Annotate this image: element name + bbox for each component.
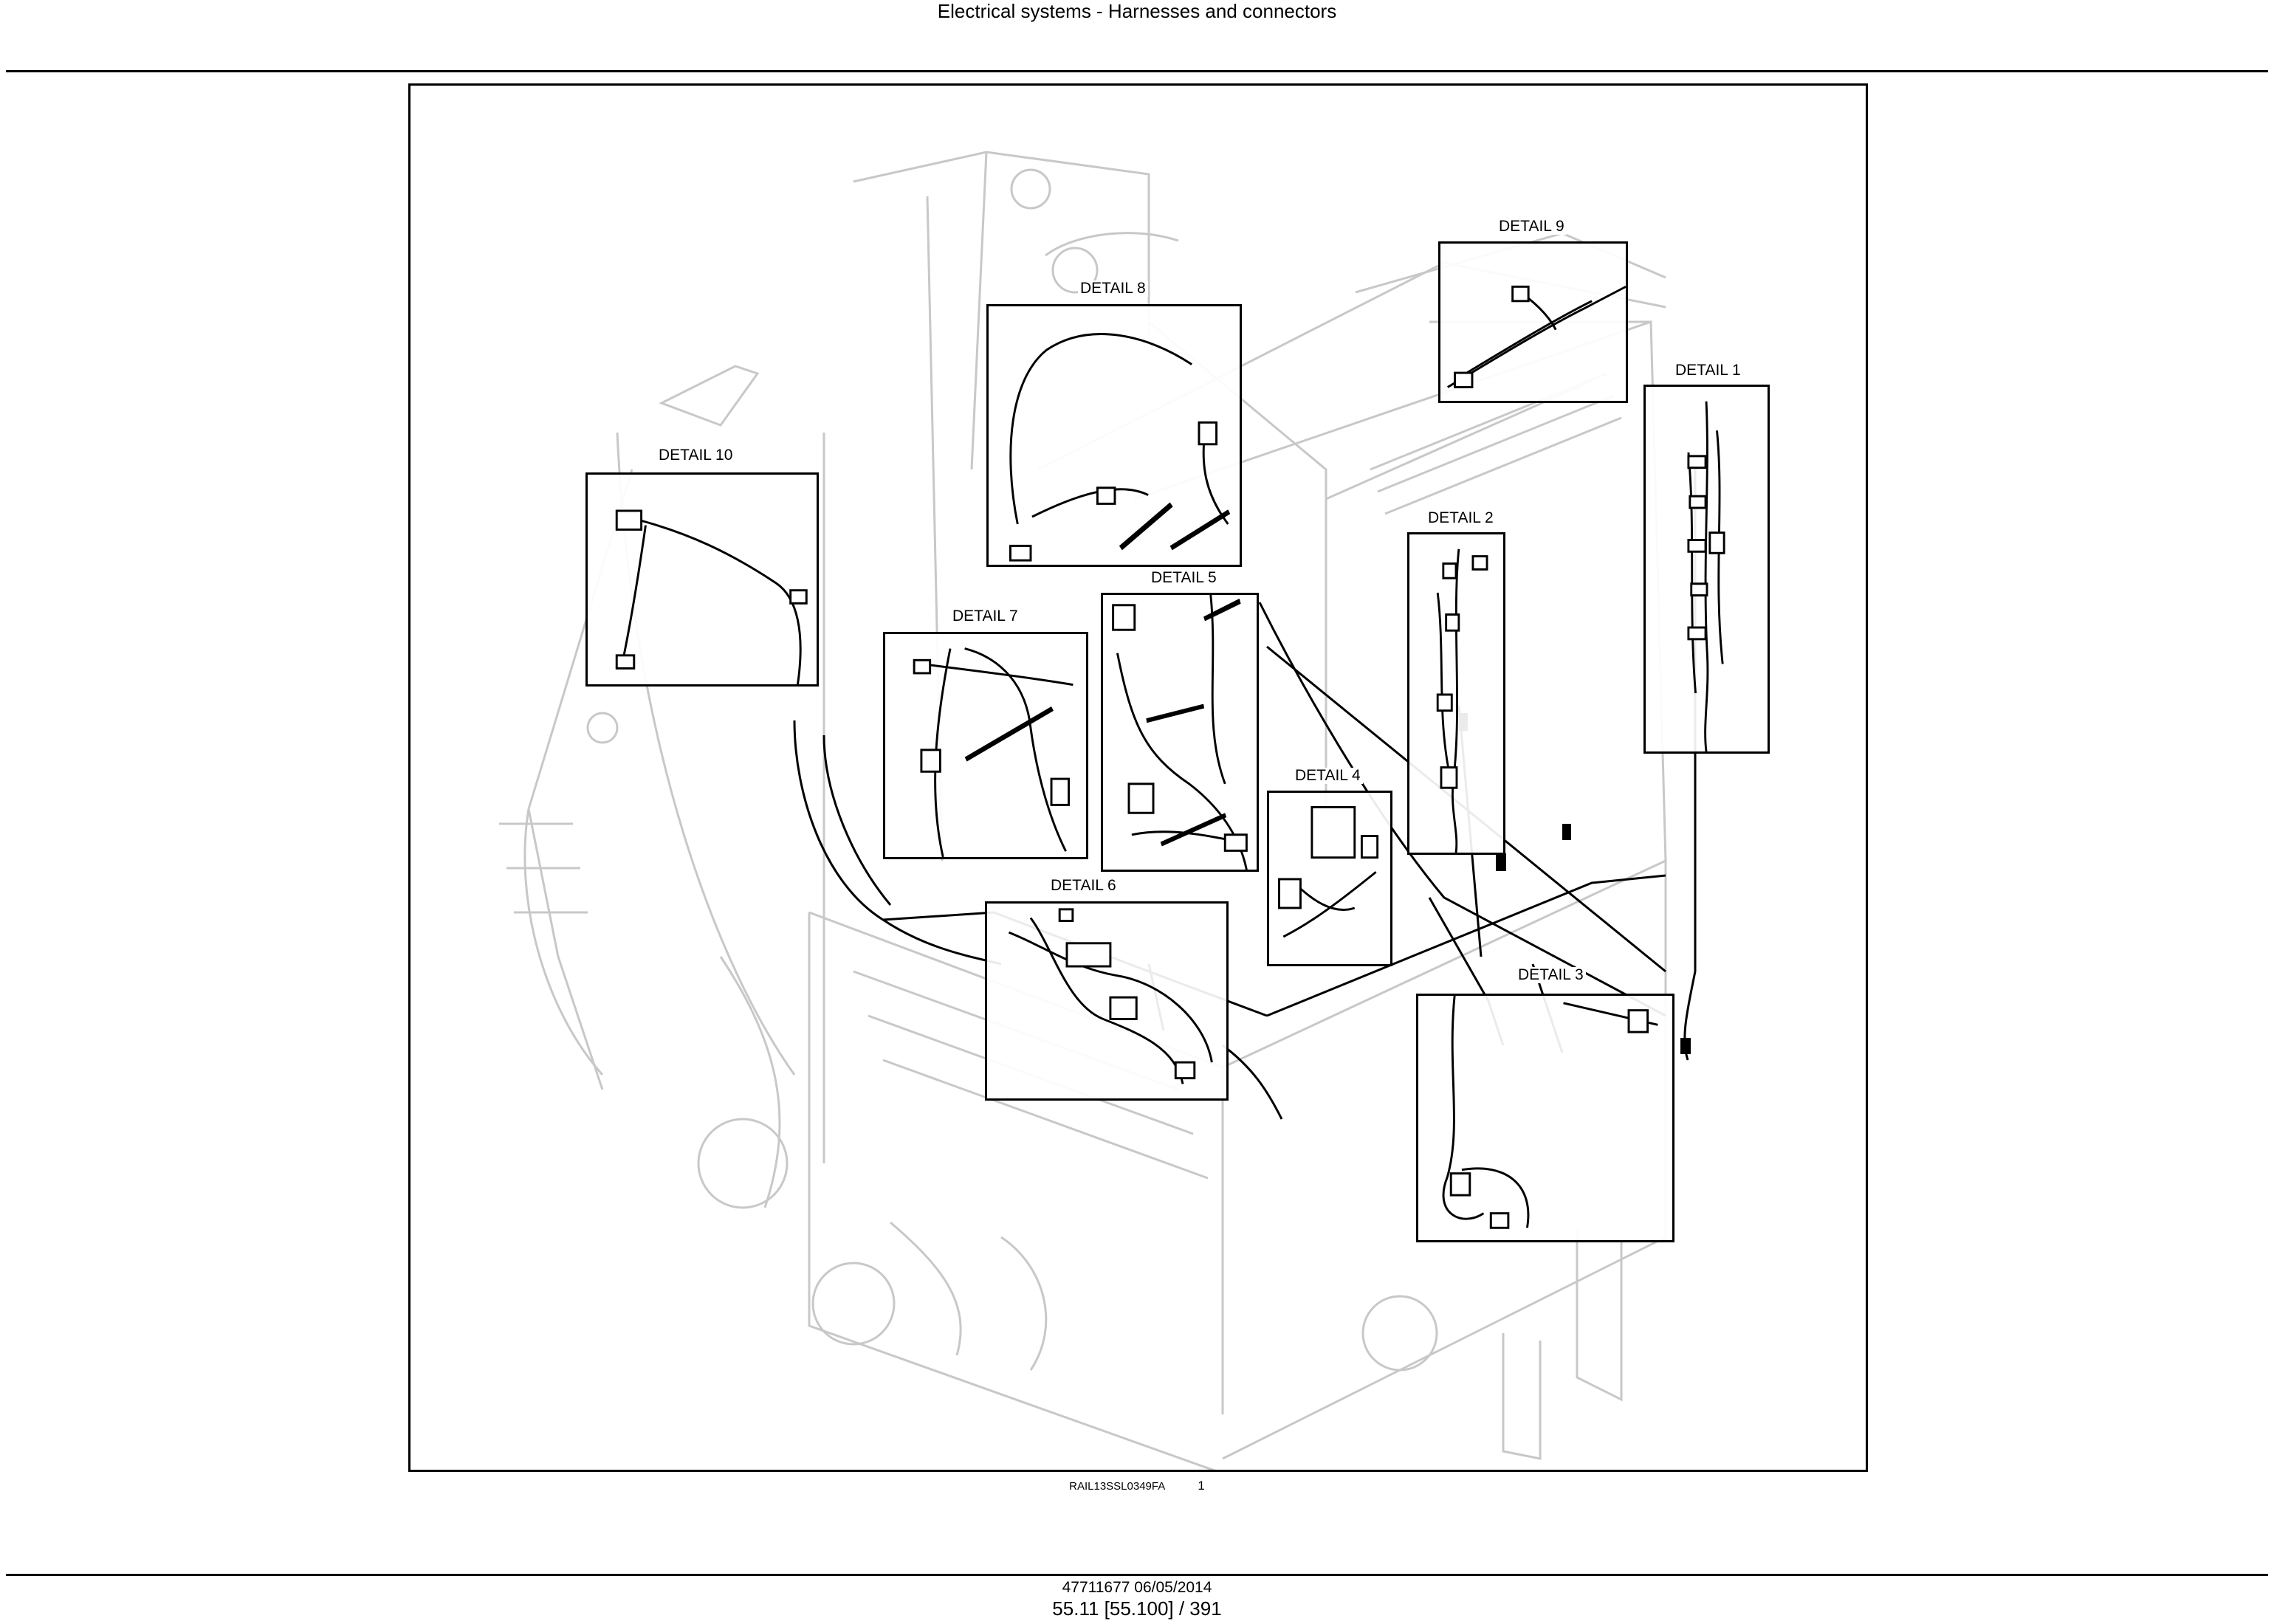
detail-8-drawing: [1009, 333, 1231, 562]
detail-2-inset: [1407, 532, 1505, 855]
figure-number: 1: [1198, 1479, 1205, 1493]
detail-3-drawing: [1442, 996, 1658, 1229]
detail-7-label: DETAIL 7: [950, 608, 1020, 625]
detail-2-label: DETAIL 2: [1426, 510, 1496, 526]
detail-10-drawing: [615, 509, 808, 684]
detail-6-drawing: [1008, 908, 1213, 1084]
detail-10-inset: [585, 472, 819, 687]
detail-3-label: DETAIL 3: [1516, 967, 1586, 983]
detail-1-inset: [1643, 385, 1770, 754]
figure-reference: RAIL13SSL0349FA 1: [0, 1479, 2274, 1493]
detail-7-inset: [883, 632, 1088, 859]
detail-4-label: DETAIL 4: [1293, 768, 1363, 784]
detail-3-inset: [1416, 994, 1674, 1242]
figure-reference-code: RAIL13SSL0349FA: [1069, 1480, 1166, 1493]
page-number: 55.11 [55.100] / 391: [1052, 1597, 1222, 1620]
detail-4-drawing: [1278, 806, 1379, 938]
page-title: Electrical systems - Harnesses and conne…: [937, 0, 1337, 22]
detail-5-drawing: [1112, 595, 1248, 870]
detail-8-inset: [986, 304, 1242, 567]
detail-7-drawing: [913, 647, 1074, 857]
page-header: Electrical systems - Harnesses and conne…: [0, 0, 2274, 30]
detail-10-label: DETAIL 10: [656, 447, 735, 464]
detail-6-label: DETAIL 6: [1048, 878, 1119, 894]
detail-5-inset: [1101, 593, 1259, 872]
detail-4-inset: [1267, 791, 1392, 966]
detail-8-label: DETAIL 8: [1078, 281, 1148, 297]
detail-1-drawing: [1687, 401, 1725, 751]
header-rule: [6, 70, 2268, 72]
figure-frame: DETAIL 1 DETAIL 2: [408, 83, 1868, 1472]
page-footer: 47711677 06/05/2014 55.11 [55.100] / 391: [0, 1578, 2274, 1620]
document-id-date: 47711677 06/05/2014: [1062, 1579, 1212, 1596]
footer-rule: [6, 1574, 2268, 1576]
detail-1-label: DETAIL 1: [1673, 362, 1743, 379]
detail-9-label: DETAIL 9: [1497, 219, 1567, 235]
detail-5-label: DETAIL 5: [1149, 570, 1219, 586]
detail-6-inset: [985, 901, 1229, 1101]
detail-2-drawing: [1436, 548, 1488, 853]
detail-9-inset: [1438, 241, 1628, 403]
detail-9-drawing: [1447, 285, 1626, 388]
